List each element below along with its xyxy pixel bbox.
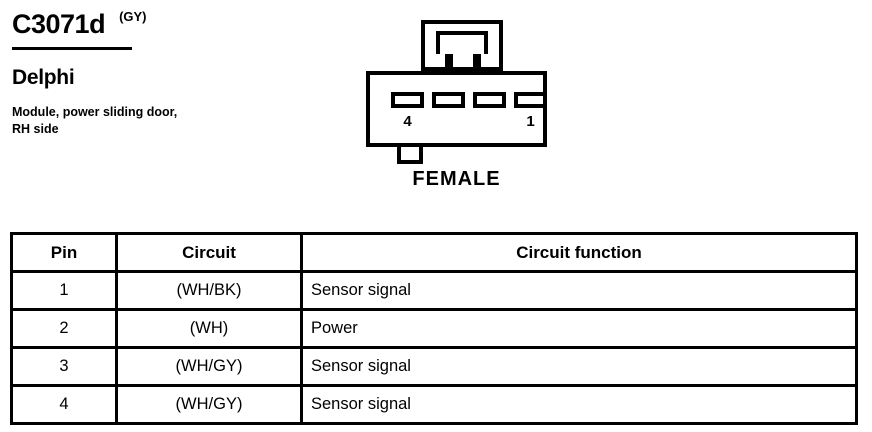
connector-latch-foot-right-icon: [477, 54, 503, 71]
table-row: 1 (WH/BK) Sensor signal: [10, 270, 858, 311]
cell-circuit-function: Sensor signal: [300, 346, 858, 387]
cell-pin: 2: [10, 308, 118, 349]
connector-color-code: (GY): [119, 9, 147, 24]
column-header-circuit-function: Circuit function: [300, 232, 858, 273]
cell-circuit: (WH): [115, 308, 303, 349]
cell-circuit: (WH/GY): [115, 346, 303, 387]
table-row: 2 (WH) Power: [10, 308, 858, 349]
connector-latch-outer-icon: [421, 20, 503, 54]
column-header-pin: Pin: [10, 232, 118, 273]
connector-description: Module, power sliding door, RH side: [12, 105, 178, 136]
cell-circuit-function: Sensor signal: [300, 384, 858, 425]
pin-cavity-4: [391, 92, 424, 108]
connector-latch-inner-icon: [436, 31, 488, 54]
pin-cavity-3: [432, 92, 465, 108]
connector-latch-foot-mid-icon: [449, 54, 477, 71]
connector-header-block: C3071d (GY) Delphi Module, power sliding…: [12, 8, 232, 138]
cell-circuit-function: Sensor signal: [300, 270, 858, 311]
cell-circuit-function: Power: [300, 308, 858, 349]
pin-number-label-1: 1: [526, 113, 535, 130]
table-row: 3 (WH/GY) Sensor signal: [10, 346, 858, 387]
title-underline-rule: [12, 47, 132, 50]
connector-manufacturer: Delphi: [12, 66, 75, 89]
table-row: 4 (WH/GY) Sensor signal: [10, 384, 858, 425]
cell-pin: 4: [10, 384, 118, 425]
cell-circuit: (WH/GY): [115, 384, 303, 425]
cell-pin: 3: [10, 346, 118, 387]
pin-number-label-4: 4: [403, 113, 412, 130]
cell-pin: 1: [10, 270, 118, 311]
connector-id-row: C3071d (GY): [12, 8, 232, 42]
column-header-circuit: Circuit: [115, 232, 303, 273]
connector-id: C3071d: [12, 9, 106, 39]
pin-cavity-2: [473, 92, 506, 108]
connector-gender-label: FEMALE: [412, 168, 501, 190]
connector-diagram: 4 1 FEMALE: [366, 20, 566, 195]
connector-keying-tab-icon: [397, 147, 423, 164]
connector-latch-foot-left-icon: [421, 54, 449, 71]
pin-cavity-1: [514, 92, 547, 108]
cell-circuit: (WH/BK): [115, 270, 303, 311]
connector-body-outline: 4 1: [366, 71, 547, 147]
table-header-row: Pin Circuit Circuit function: [10, 232, 858, 273]
pinout-table: Pin Circuit Circuit function 1 (WH/BK) S…: [10, 232, 858, 425]
